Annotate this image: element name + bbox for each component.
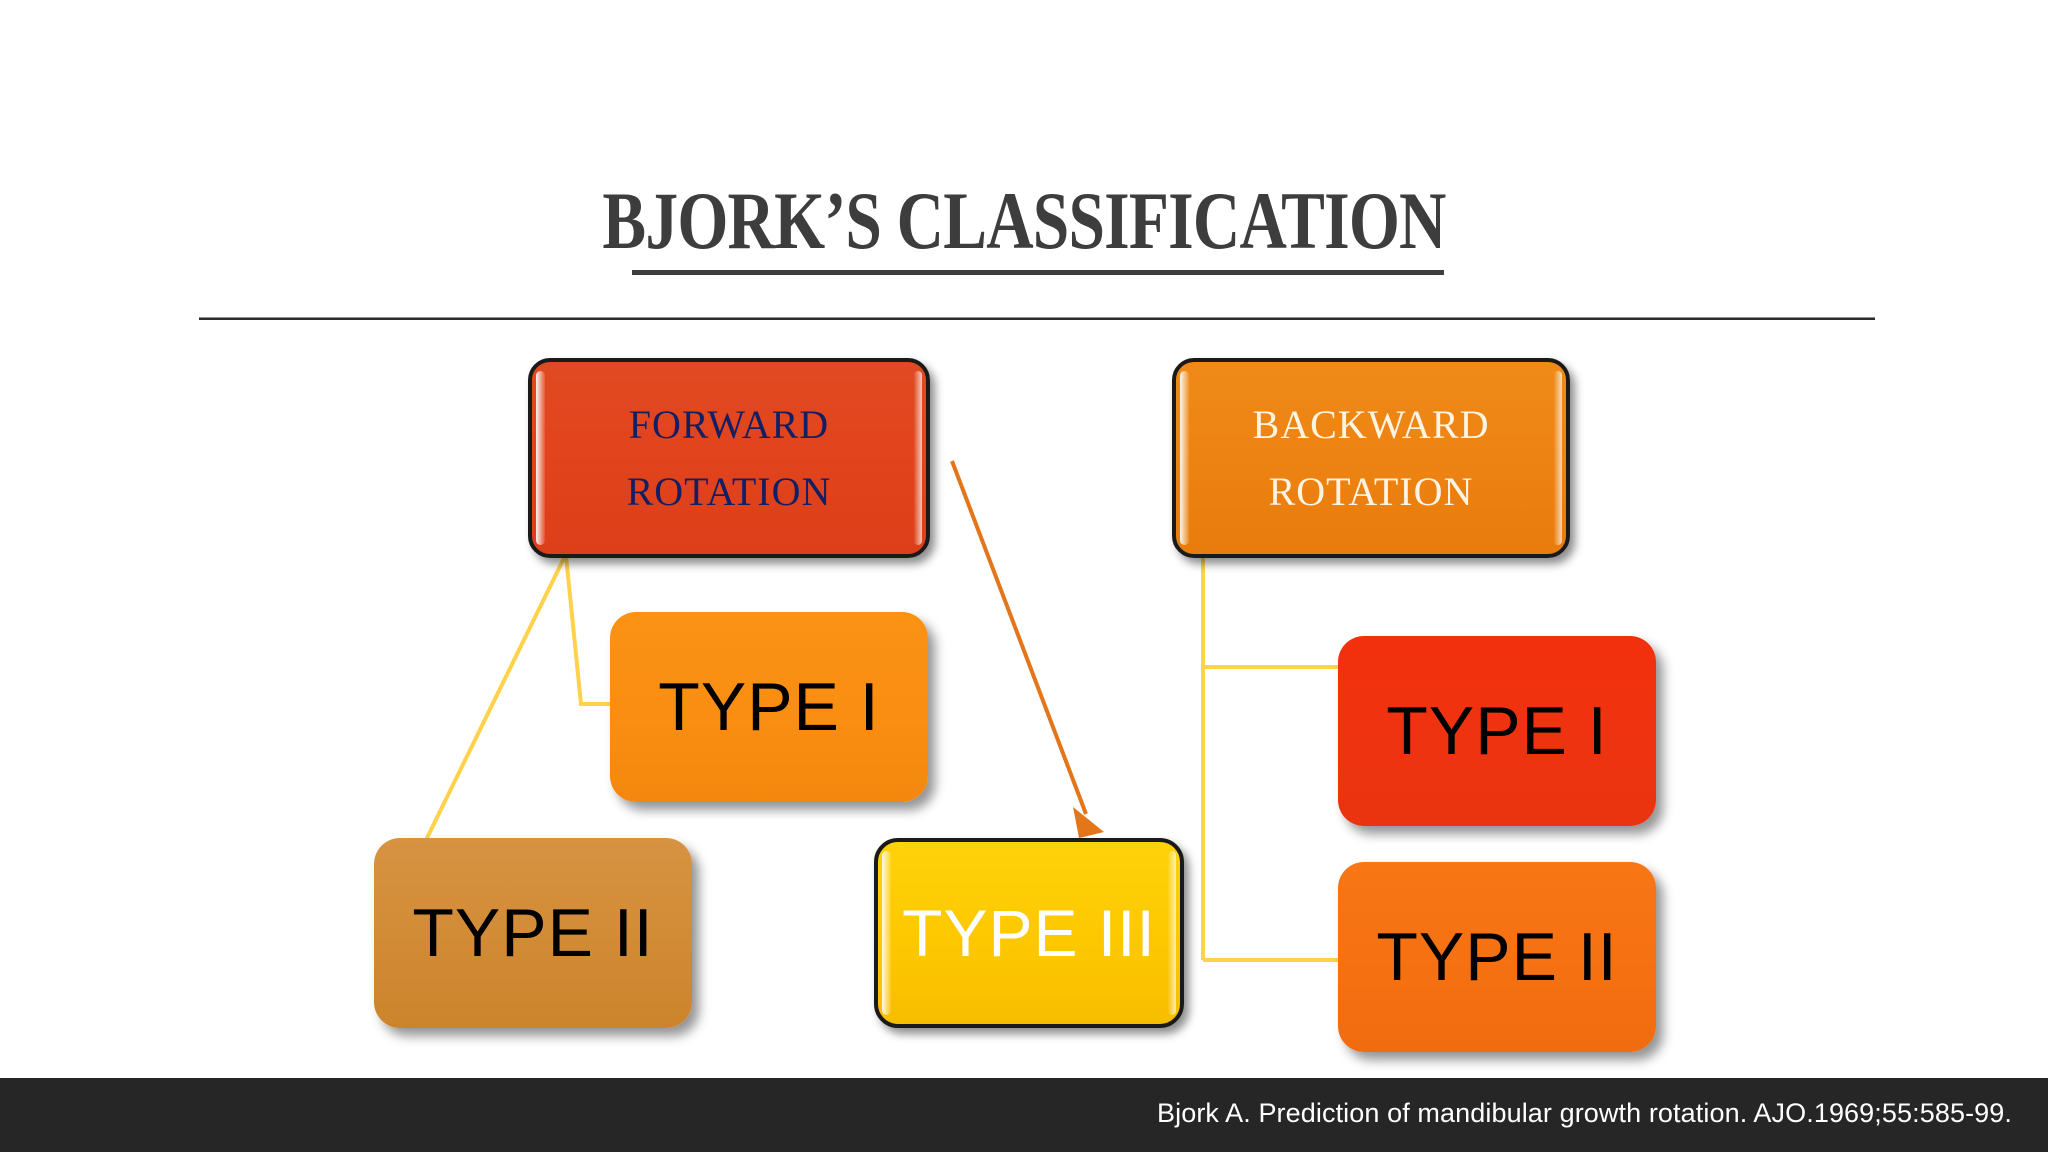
header-divider-rule	[199, 317, 1875, 320]
node-backward-type-1-label: TYPE I	[1386, 693, 1608, 769]
node-forward-rotation-line2: ROTATION	[626, 469, 832, 514]
page-title: BJORK’S CLASSIFICATION	[602, 175, 1446, 266]
node-forward-type-1-label: TYPE I	[658, 669, 880, 745]
arrowhead-icon	[1073, 807, 1104, 838]
node-backward-rotation[interactable]: BACKWARD ROTATION	[1172, 358, 1570, 558]
node-backward-type-2-label: TYPE II	[1376, 919, 1618, 995]
node-forward-rotation[interactable]: FORWARD ROTATION	[528, 358, 930, 558]
node-backward-rotation-line1: BACKWARD	[1252, 402, 1490, 447]
node-forward-type-2-label: TYPE II	[412, 895, 654, 971]
footer-bar	[0, 1078, 2048, 1152]
node-type-3-label: TYPE III	[902, 896, 1156, 970]
node-forward-type-1[interactable]: TYPE I	[610, 612, 928, 802]
node-forward-type-2[interactable]: TYPE II	[374, 838, 692, 1028]
node-backward-rotation-line2: ROTATION	[1268, 469, 1474, 514]
footer-citation: Bjork A. Prediction of mandibular growth…	[1157, 1098, 2012, 1128]
connector-forward-to-type1	[564, 555, 612, 706]
connector-forward-to-type3-arrow	[950, 460, 1088, 815]
title-underline	[632, 270, 1444, 275]
node-backward-type-2[interactable]: TYPE II	[1338, 862, 1656, 1052]
node-type-3[interactable]: TYPE III	[874, 838, 1184, 1028]
node-backward-type-1[interactable]: TYPE I	[1338, 636, 1656, 826]
connector-forward-to-type2	[424, 555, 567, 841]
node-forward-rotation-line1: FORWARD	[628, 402, 830, 447]
